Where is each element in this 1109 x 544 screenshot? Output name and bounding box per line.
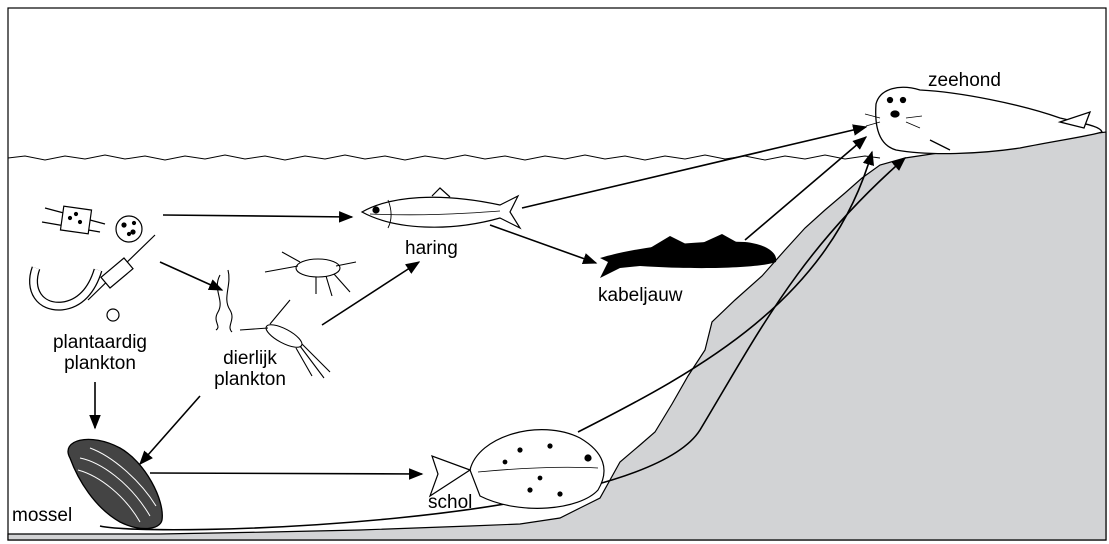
label-plantaardig-line2: plankton	[40, 353, 160, 374]
label-dierlijk-line2: plankton	[200, 369, 300, 390]
label-plantaardig-line1: plantaardig	[40, 332, 160, 353]
label-dierlijk-line1: dierlijk	[200, 348, 300, 369]
label-plantaardig-plankton: plantaardig plankton	[40, 332, 160, 374]
label-kabeljauw: kabeljauw	[598, 285, 683, 306]
label-dierlijk-plankton: dierlijk plankton	[200, 348, 300, 390]
label-mossel: mossel	[12, 505, 72, 526]
label-haring: haring	[405, 238, 458, 259]
arrow-mossel-to-schol	[150, 473, 422, 474]
label-zeehond: zeehond	[928, 70, 1001, 91]
label-schol: schol	[428, 492, 472, 513]
